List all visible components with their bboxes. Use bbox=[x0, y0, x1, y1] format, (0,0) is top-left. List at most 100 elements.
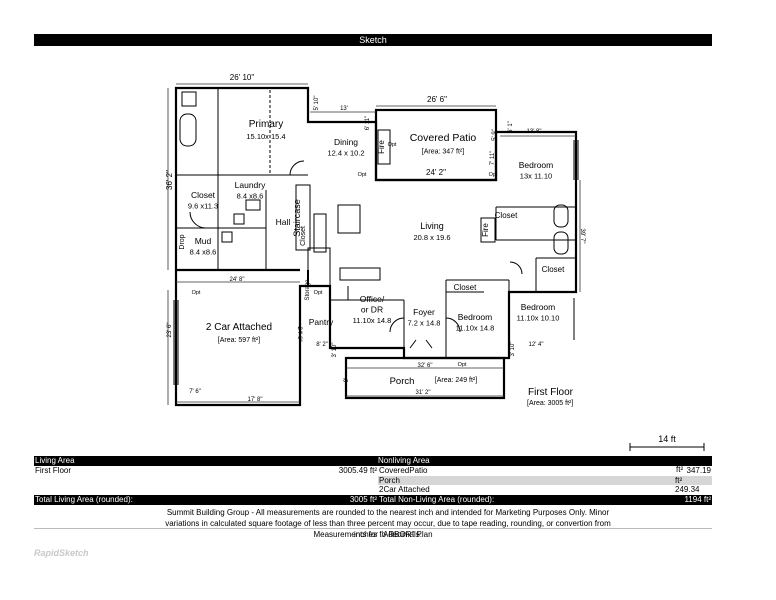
room-name: Covered Patio bbox=[410, 132, 477, 144]
dimension-label: 3' 10" bbox=[510, 342, 516, 357]
room-dims: 9.6 x11.3 bbox=[188, 202, 218, 211]
dimension-label: 7' 11" bbox=[490, 151, 496, 166]
table-row: Porch ft² bbox=[34, 475, 712, 486]
room-name: Mud bbox=[195, 236, 212, 246]
room-name: Office/ bbox=[360, 294, 385, 304]
opt-label: Opt bbox=[192, 290, 201, 296]
room-dims: 11.10x 10.10 bbox=[517, 314, 560, 323]
room-name: Laundry bbox=[235, 180, 266, 190]
room-fire-2: Fire bbox=[481, 223, 490, 237]
room-name: Fire bbox=[481, 223, 490, 237]
room-name: or DR bbox=[361, 305, 383, 315]
room-dims: 20.8 x 19.6 bbox=[413, 233, 450, 242]
room-closet-1: Closet 9.6 x11.3 bbox=[188, 190, 218, 211]
dimension-label: 24' 6" bbox=[296, 327, 302, 342]
walls bbox=[174, 86, 578, 407]
room-name: Living bbox=[420, 221, 444, 231]
room-name: Primary bbox=[249, 119, 283, 130]
room-dims: 8.4 x8.6 bbox=[190, 248, 217, 257]
room-mud: Mud 8.4 x8.6 bbox=[190, 236, 217, 257]
room-name: Storage bbox=[305, 279, 311, 301]
total-living-value: 3005 ft² bbox=[349, 495, 377, 505]
room-dims: 12.4 x 10.2 bbox=[327, 149, 364, 158]
living-row-value: 3005.49 ft² bbox=[338, 465, 377, 475]
room-covered-patio: Covered Patio[Area: 347 ft²] bbox=[410, 132, 477, 156]
room-living: Living 20.8 x 19.6 bbox=[413, 221, 450, 242]
plan-name: Measurements for "ARBOR" Plan bbox=[313, 530, 433, 539]
nonliving-row-value: 347.19 bbox=[686, 465, 711, 475]
room-bedroom-3: Bedroom 11.10x 10.10 bbox=[517, 302, 560, 323]
room-name: Closet bbox=[542, 265, 565, 274]
room-primary: Primary 15.10x 15.4 bbox=[246, 119, 285, 141]
dimension-label: 6' 1" bbox=[508, 121, 514, 133]
room-name: Bedroom bbox=[458, 312, 493, 322]
dimension-label: 6' 11" bbox=[365, 116, 371, 131]
total-living-label: Total Living Area (rounded): bbox=[35, 495, 133, 505]
room-pantry: Pantry bbox=[309, 317, 334, 327]
dimension-label: 7' 6" bbox=[189, 389, 201, 395]
room-dims: 15.10x 15.4 bbox=[246, 132, 285, 141]
nonliving-row-name: Porch bbox=[378, 475, 674, 486]
nonliving-row-name: CoveredPatio bbox=[379, 465, 428, 475]
rapidsketch-logo: RapidSketch bbox=[34, 548, 89, 558]
living-area-header: Living Area bbox=[34, 456, 378, 466]
room-dims: 11.10x 14.8 bbox=[456, 324, 495, 333]
room-area: [Area: 249 ft²] bbox=[435, 377, 477, 384]
opt-label: Opt bbox=[388, 142, 397, 148]
room-dims: 13x 11.10 bbox=[520, 172, 552, 181]
room-name: Closet bbox=[495, 211, 518, 220]
opt-label: Opt bbox=[314, 290, 323, 296]
room-dims: 8.4 x8.6 bbox=[237, 192, 264, 201]
nonliving-row-value: ft² bbox=[674, 475, 712, 486]
windows bbox=[173, 140, 579, 385]
dimension-lines bbox=[167, 83, 581, 405]
total-row: Total Living Area (rounded):3005 ft² Tot… bbox=[34, 495, 712, 505]
room-closet-3: Closet bbox=[495, 211, 518, 220]
opt-label: Opt bbox=[358, 172, 367, 178]
table-row: 2Car Attached 249.34 bbox=[34, 485, 712, 495]
disclaimer: Summit Building Group - All measurements… bbox=[165, 508, 611, 539]
dimension-label: 3' 10" bbox=[332, 343, 338, 358]
dimension-label: 26' 10" bbox=[230, 73, 255, 82]
dimension-label: 26' 6" bbox=[427, 95, 447, 104]
opt-label: Opt bbox=[489, 172, 498, 178]
room-name: 2 Car Attached bbox=[206, 322, 272, 333]
nonliving-row-name: 2Car Attached bbox=[379, 485, 430, 495]
divider bbox=[34, 528, 712, 529]
dimension-label: 13' bbox=[340, 106, 348, 112]
room-drop: Drop bbox=[179, 234, 186, 249]
room-bedroom-2: Bedroom 11.10x 14.8 bbox=[456, 312, 495, 333]
room-name: Closet bbox=[191, 190, 216, 200]
room-name: Pantry bbox=[309, 317, 334, 327]
dimension-label: 24' 8" bbox=[230, 277, 245, 283]
floor-name: First Floor bbox=[528, 387, 574, 398]
dimension-label: 39' 7" bbox=[579, 229, 585, 244]
room-fire-1: Fire bbox=[377, 140, 386, 154]
area-table: Living Area Nonliving Area First Floor 30… bbox=[34, 456, 712, 505]
room-name: Bedroom bbox=[521, 302, 556, 312]
room-name: Bedroom bbox=[519, 160, 554, 170]
room-name: Drop bbox=[179, 234, 186, 249]
interior-walls bbox=[176, 88, 576, 358]
dimension-label: 36' 2" bbox=[165, 170, 174, 190]
nonliving-area-header: Nonliving Area bbox=[378, 456, 674, 466]
scale-legend: 14 ft bbox=[628, 434, 706, 454]
room-name: Fire bbox=[377, 140, 386, 154]
dimension-label: 8' 2" bbox=[316, 342, 328, 348]
room-closet-4: Closet bbox=[542, 265, 565, 274]
living-row-name: First Floor bbox=[35, 465, 71, 475]
sketch-title: Sketch bbox=[359, 35, 387, 45]
room-storage: Storage bbox=[305, 279, 311, 301]
dimension-label: 12' 4" bbox=[529, 342, 544, 348]
dimension-label: 9' bbox=[344, 378, 350, 382]
dimension-label: 17' 8" bbox=[248, 397, 263, 403]
floor-area: [Area: 3005 ft²] bbox=[527, 400, 573, 407]
dimension-label: 31' 2" bbox=[416, 390, 431, 396]
room-stair-closet: Closet bbox=[300, 226, 307, 246]
room-name: Porch bbox=[390, 376, 415, 387]
dimension-label: 23' 6" bbox=[167, 323, 173, 338]
